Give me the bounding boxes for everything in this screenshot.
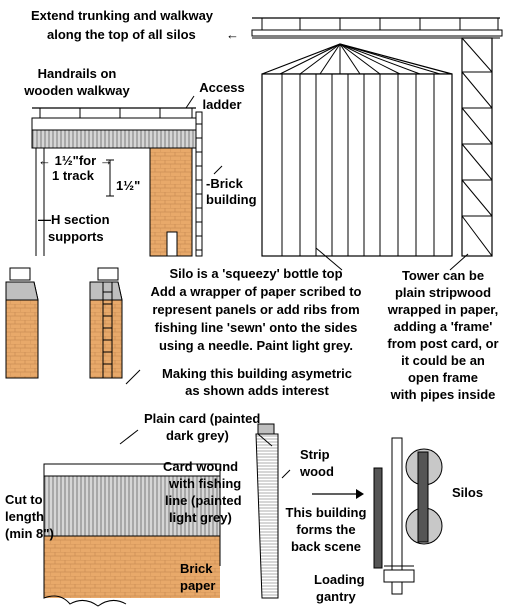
label-access-1: Access — [199, 80, 245, 95]
label-back-3: back scene — [290, 539, 362, 554]
label-back-1: This building — [285, 505, 367, 520]
label-tower-8: with pipes inside — [390, 387, 496, 402]
label-card-4: light grey) — [169, 510, 232, 525]
label-silos: Silos — [452, 485, 484, 500]
label-silo-4: fishing line 'sewn' onto the sides — [154, 320, 358, 335]
label-card-3: line (painted — [165, 493, 242, 508]
arrow-left-icon: ← — [226, 27, 239, 42]
label-brick-paper-2: paper — [180, 578, 216, 593]
label-hsection-1: —H section — [38, 212, 110, 227]
label-height: 1½" — [116, 178, 141, 193]
label-access-2: ladder — [202, 97, 242, 112]
label-brick-2: building — [206, 192, 257, 207]
card-strip — [255, 423, 279, 599]
label-strip-1: Strip — [300, 447, 330, 462]
label-track-1: ← 1½"for → — [38, 153, 113, 168]
label-brick-1: -Brick — [206, 176, 243, 191]
left-building — [31, 107, 203, 257]
label-cut-3: (min 8") — [5, 526, 54, 541]
label-tower-7: open frame — [407, 370, 479, 385]
label-track-2: 1 track — [52, 168, 94, 183]
label-asym-1: Making this building asymetric — [162, 366, 352, 381]
label-loading-2: gantry — [316, 589, 356, 604]
label-handrails-1: Handrails on — [37, 66, 117, 81]
label-tower-6: it could be an — [401, 353, 485, 368]
label-cut-1: Cut to — [5, 492, 43, 507]
label-silo-5: using a needle. Paint light grey. — [158, 338, 354, 353]
label-asym-2: as shown adds interest — [185, 383, 329, 398]
label-back-2: forms the — [296, 522, 356, 537]
label-silo-3: represent panels or add ribs from — [152, 302, 360, 317]
silo-large — [261, 43, 453, 257]
label-tower-1: Tower can be — [401, 268, 485, 283]
top-walkway — [251, 17, 503, 39]
label-plain-1: Plain card (painted — [144, 411, 261, 426]
label-brick-paper-1: Brick — [180, 561, 213, 576]
label-tower-5: from post card, or — [387, 336, 499, 351]
label-extend: Extend trunking and walkway — [31, 8, 214, 23]
pointer-lines — [119, 95, 469, 479]
label-tower-2: plain stripwood — [394, 285, 492, 300]
tower — [461, 37, 493, 257]
side-building-2 — [89, 267, 123, 379]
arrow-right — [312, 489, 364, 499]
label-strip-2: wood — [300, 464, 334, 479]
label-cut-2: length — [5, 509, 44, 524]
loading-gantry — [373, 437, 443, 595]
label-card-1: Card wound — [163, 459, 239, 474]
label-handrails-2: wooden walkway — [24, 83, 130, 98]
label-plain-2: dark grey) — [166, 428, 229, 443]
label-tower-3: wrapped in paper, — [387, 302, 499, 317]
label-card-2: with fishing — [169, 476, 242, 491]
label-silo-2: Add a wrapper of paper scribed to — [150, 284, 362, 299]
label-silo-1: Silo is a 'squeezy' bottle top — [169, 266, 343, 281]
label-extend-2: along the top of all silos — [47, 27, 196, 42]
bottom-building — [43, 463, 221, 607]
label-tower-4: adding a 'frame' — [393, 319, 493, 334]
side-building-1 — [5, 267, 39, 379]
label-loading-1: Loading — [314, 572, 365, 587]
label-hsection-2: supports — [48, 229, 104, 244]
